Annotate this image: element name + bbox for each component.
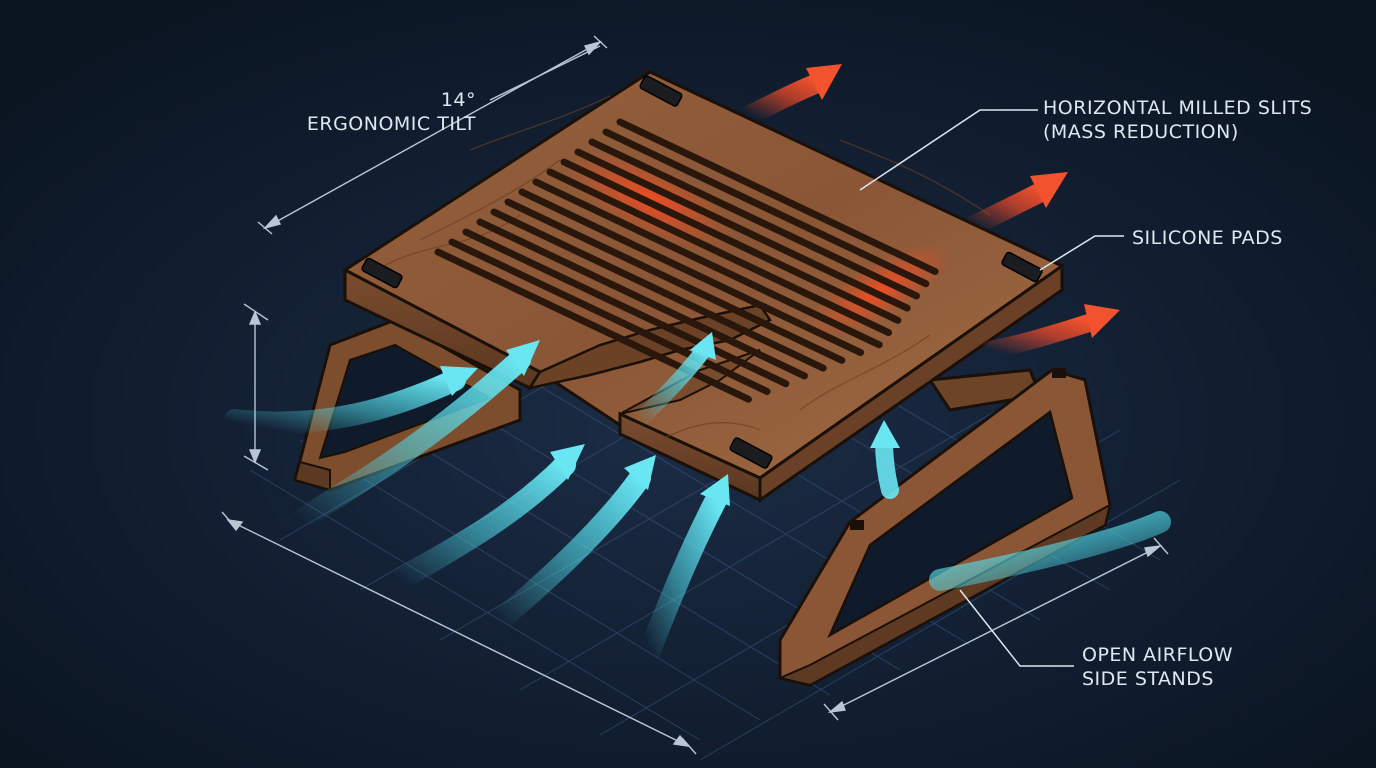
cyan-airflow-arrow-icon [389, 454, 576, 591]
milled-slit [462, 228, 790, 388]
milled-slit [602, 128, 930, 288]
arrow-head-icon [1084, 304, 1120, 338]
red-exhaust-arrow-icon [981, 313, 1101, 359]
milled-slit [490, 208, 827, 372]
silicone-pad [361, 257, 403, 289]
cool-airflow-arrows [224, 332, 1171, 661]
slits-leader-line [859, 109, 1038, 191]
cyan-airflow-arrow-icon [489, 467, 651, 631]
cyan-airflow-arrow-icon [224, 369, 466, 434]
stand-slot [1052, 368, 1066, 378]
milled-slits [434, 118, 939, 403]
milled-slit [560, 158, 902, 324]
arrow-head-icon [806, 64, 842, 100]
stand-deck [342, 70, 1065, 503]
cyan-airflow-arrow-icon [929, 511, 1171, 591]
stand-slot [850, 520, 864, 530]
milled-slit [476, 218, 808, 380]
arrow-head-icon [550, 444, 585, 480]
milled-slit [518, 188, 865, 357]
tilt-label: ERGONOMIC TILT [306, 113, 476, 135]
slits-label-line2: (MASS REDUCTION) [1043, 121, 1239, 143]
milled-slit [434, 248, 752, 403]
milled-slit [448, 238, 771, 395]
stands-label-line2: SIDE STANDS [1082, 668, 1214, 690]
stands-leader-line [959, 589, 1074, 667]
silicone-pad [639, 75, 683, 107]
stands-label-line1: OPEN AIRFLOW [1082, 644, 1234, 666]
arrow-head-icon [690, 332, 716, 360]
slits-label-line1: HORIZONTAL MILLED SLITS [1043, 97, 1313, 119]
cyan-airflow-arrow-icon [639, 489, 727, 661]
milled-slit [616, 118, 939, 275]
pads-leader-line [1039, 235, 1124, 271]
cyan-airflow-arrow-icon [632, 340, 713, 428]
milled-slit [504, 198, 846, 364]
deck-cutaway [527, 303, 772, 390]
arrow-head-icon [1030, 172, 1068, 208]
arrow-head-icon [624, 455, 656, 490]
milled-slit [546, 168, 893, 337]
cyan-airflow-arrow-icon [289, 349, 531, 531]
arrow-head-icon [870, 420, 900, 448]
deck-right-edge [758, 263, 1064, 503]
hot-exhaust-arrows [740, 64, 1120, 359]
milled-slit [574, 148, 911, 312]
stands-callout: OPEN AIRFLOW SIDE STANDS [1082, 643, 1233, 691]
milled-slit [532, 178, 883, 349]
tilt-callout: 14° ERGONOMIC TILT [300, 88, 476, 136]
pads-callout: SILICONE PADS [1132, 226, 1283, 250]
arrow-head-icon [440, 366, 478, 396]
pads-label: SILICONE PADS [1132, 227, 1283, 249]
slits-callout: HORIZONTAL MILLED SLITS (MASS REDUCTION) [1043, 96, 1312, 144]
arrow-head-icon [506, 340, 540, 376]
leader-lines [859, 109, 1124, 667]
silicone-pad [1001, 251, 1043, 283]
tilt-angle: 14° [440, 89, 476, 111]
silicone-pad [729, 437, 773, 469]
dimension-lines [221, 35, 1169, 755]
arrow-head-icon [700, 474, 730, 506]
milled-slit [588, 138, 920, 300]
